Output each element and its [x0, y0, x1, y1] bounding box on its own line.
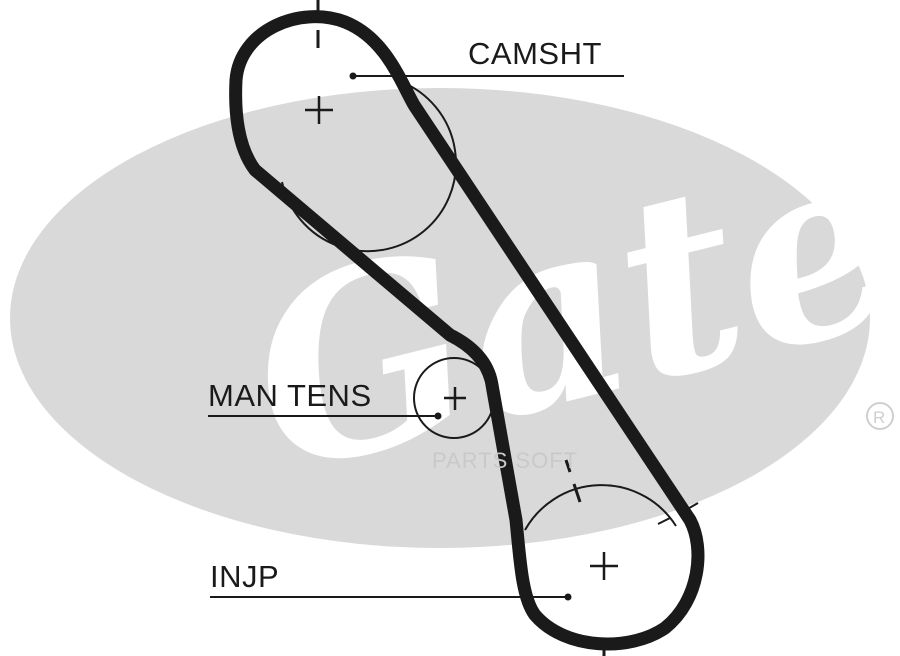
tensioner-pulley	[413, 357, 495, 439]
injp-belt-mark-2	[683, 502, 699, 512]
registered-mark-circle	[866, 402, 894, 430]
timing-belt	[229, 10, 705, 651]
registered-mark: R	[873, 408, 885, 427]
injp-belt-mark-1	[657, 517, 671, 525]
injection-pump-pulley-arc	[524, 484, 677, 531]
injection-pump-label: INJP	[210, 559, 279, 594]
gates-logo-watermark: Gates R	[10, 54, 900, 548]
manual-tensioner	[413, 357, 495, 439]
injp-timing-mark-2	[572, 483, 582, 503]
tensioner-callout: MAN TENS	[208, 378, 442, 420]
tensioner-leader-dot	[434, 412, 442, 420]
injp-timing-mark-1	[564, 459, 572, 473]
injection-pump-pulley	[524, 459, 699, 656]
tensioner-label: MAN TENS	[208, 378, 372, 413]
injection-pump-callout: INJP	[210, 559, 572, 601]
camshaft-label: CAMSHT	[468, 36, 602, 71]
injection-pump-leader-dot	[564, 593, 572, 601]
camshaft-pulley	[281, 0, 457, 253]
camshaft-leader-dot	[349, 72, 357, 80]
logo-ellipse	[10, 88, 870, 548]
camshaft-pulley-arc	[281, 81, 457, 253]
parts-soft-watermark: PARTS SOFT	[432, 448, 578, 473]
camshaft-callout: CAMSHT	[349, 36, 624, 80]
